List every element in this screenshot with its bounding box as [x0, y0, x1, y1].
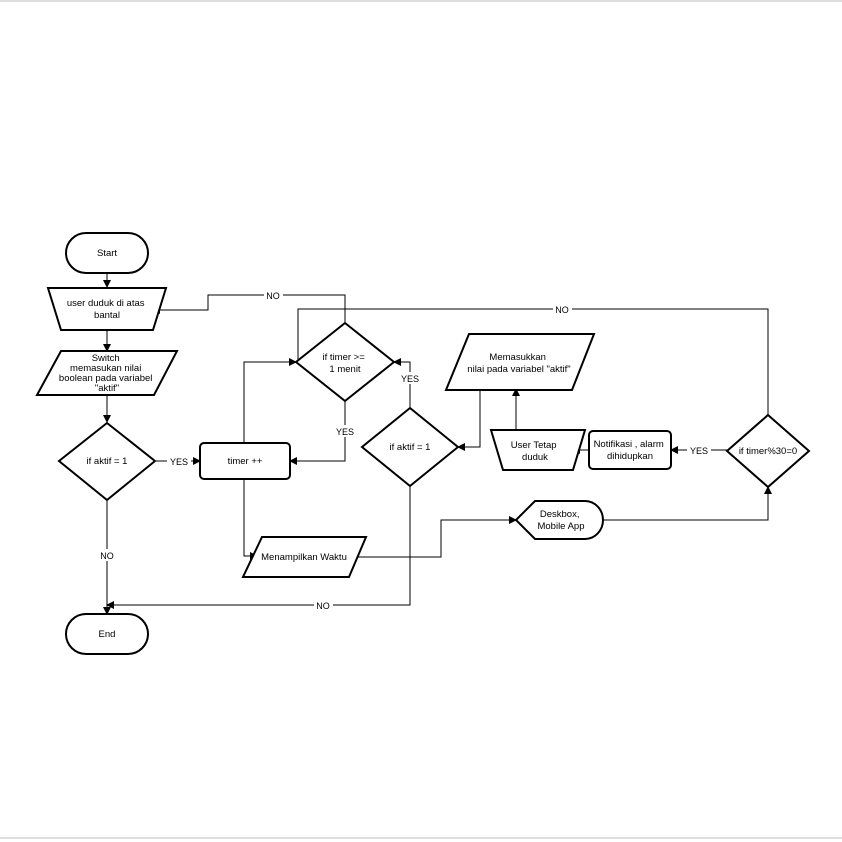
node-user-duduk-line-2: bantal: [94, 310, 120, 321]
svg-text:Memasukkan nilai pada va: Memasukkan nilai pada variabel "aktif": [467, 352, 570, 375]
node-switch-line-3: boolean pada variabel: [59, 373, 153, 384]
edge-timer-to-menampilkan: [243, 479, 258, 560]
label-yes-mod-notif: YES: [690, 446, 708, 456]
node-switch-line-4: "aktif": [95, 383, 119, 394]
svg-text:Notifikasi , alarm dihid: Notifikasi , alarm dihidupkan: [594, 439, 667, 462]
node-start: Start: [65, 232, 149, 274]
label-no-timer-user: NO: [266, 291, 280, 301]
node-end-line-1: End: [99, 629, 116, 640]
svg-text:if timer%30=0: if timer%30=0: [739, 446, 797, 457]
edge-menampilkan-to-deskbox: [349, 516, 517, 558]
node-user-tetap-line-1: User Tetap: [511, 440, 557, 451]
node-user-tetap: User Tetap duduk: [489, 429, 587, 471]
label-yes-aktif2: YES: [401, 374, 419, 384]
node-menampilkan-line-1: Menampilkan Waktu: [261, 552, 347, 563]
node-switch-line-2: memasukan nilai: [70, 363, 141, 374]
node-notifikasi-line-2: dihidupkan: [607, 451, 653, 462]
node-notifikasi: Notifikasi , alarm dihidupkan: [588, 430, 672, 470]
node-deskbox-line-2: Mobile App: [537, 521, 584, 532]
edge-timer-to-if-timer-menit: [243, 358, 297, 443]
edges: [103, 273, 772, 615]
node-if-aktif-2: if aktif = 1: [360, 406, 460, 488]
svg-text:user duduk di atas banta: user duduk di atas bantal: [67, 298, 147, 321]
node-if-aktif-1-line-1: if aktif = 1: [87, 456, 128, 467]
node-if-timer-mod: if timer%30=0: [725, 413, 811, 489]
svg-text:End: End: [99, 629, 116, 640]
node-if-aktif-1: if aktif = 1: [57, 421, 157, 502]
svg-text:if aktif = 1: if aktif = 1: [87, 456, 128, 467]
edge-memasukkan-to-if-aktif2: [457, 391, 481, 451]
node-if-timer-menit-line-1: if timer >=: [323, 352, 366, 363]
svg-text:if aktif = 1: if aktif = 1: [390, 442, 431, 453]
edge-if-aktif2-yes-to-if-timer-menit: [393, 358, 411, 408]
edge-deskbox-to-if-mod: [603, 486, 772, 521]
svg-text:Deskbox, Mobile App: Deskbox, Mobile App: [537, 509, 584, 532]
node-if-timer-mod-line-1: if timer%30=0: [739, 446, 797, 457]
node-notifikasi-line-1: Notifikasi , alarm: [594, 439, 664, 450]
node-menampilkan: Menampilkan Waktu: [241, 536, 368, 578]
svg-text:Start: Start: [97, 248, 117, 259]
label-yes-timer-menit: YES: [336, 427, 354, 437]
label-no-mod-user: NO: [555, 305, 569, 315]
node-user-duduk-line-1: user duduk di atas: [67, 298, 145, 309]
node-switch-line-1: Switch: [92, 353, 120, 364]
node-if-timer-menit-line-2: 1 menit: [329, 364, 361, 375]
label-no-aktif-end: NO: [100, 551, 114, 561]
node-deskbox: Deskbox, Mobile App: [514, 500, 604, 540]
node-deskbox-line-1: Deskbox,: [540, 509, 580, 520]
edge-if-aktif2-no-to-end: [106, 486, 411, 609]
svg-text:Switch memasukan nilai: Switch memasukan nilai boolean pada vari…: [59, 353, 155, 394]
node-end: End: [65, 613, 149, 655]
svg-text:User Tetap duduk: User Tetap duduk: [511, 440, 559, 463]
svg-text:if timer >= 1 menit: if timer >= 1 menit: [323, 352, 368, 375]
node-timer-inc-line-1: timer ++: [228, 456, 263, 467]
edge-if-timer-menit-yes-to-timer: [289, 401, 346, 465]
svg-text:timer ++: timer ++: [228, 456, 263, 467]
edge-if-mod-no-to-if-timer-menit: [297, 308, 769, 415]
node-switch: Switch memasukan nilai boolean pada vari…: [35, 350, 179, 396]
node-start-line-1: Start: [97, 248, 117, 259]
node-user-duduk: user duduk di atas bantal: [46, 287, 168, 331]
node-if-aktif-2-line-1: if aktif = 1: [390, 442, 431, 453]
label-no-aktif2-end: NO: [316, 601, 330, 611]
svg-text:Menampilkan Waktu: Menampilkan Waktu: [261, 552, 347, 563]
node-memasukkan-line-2: nilai pada variabel "aktif": [467, 364, 570, 375]
label-yes-aktif-timer: YES: [170, 457, 188, 467]
edge-labels: YES NO NO YES YES NO NO YES: [98, 289, 711, 612]
node-memasukkan-line-1: Memasukkan: [489, 352, 546, 363]
node-user-tetap-line-2: duduk: [522, 452, 548, 463]
node-if-timer-menit: if timer >= 1 menit: [294, 321, 396, 403]
node-memasukkan: Memasukkan nilai pada variabel "aktif": [444, 333, 596, 391]
edge-if-timer-menit-no-to-user-duduk: [152, 294, 346, 323]
node-timer-inc: timer ++: [199, 442, 291, 480]
